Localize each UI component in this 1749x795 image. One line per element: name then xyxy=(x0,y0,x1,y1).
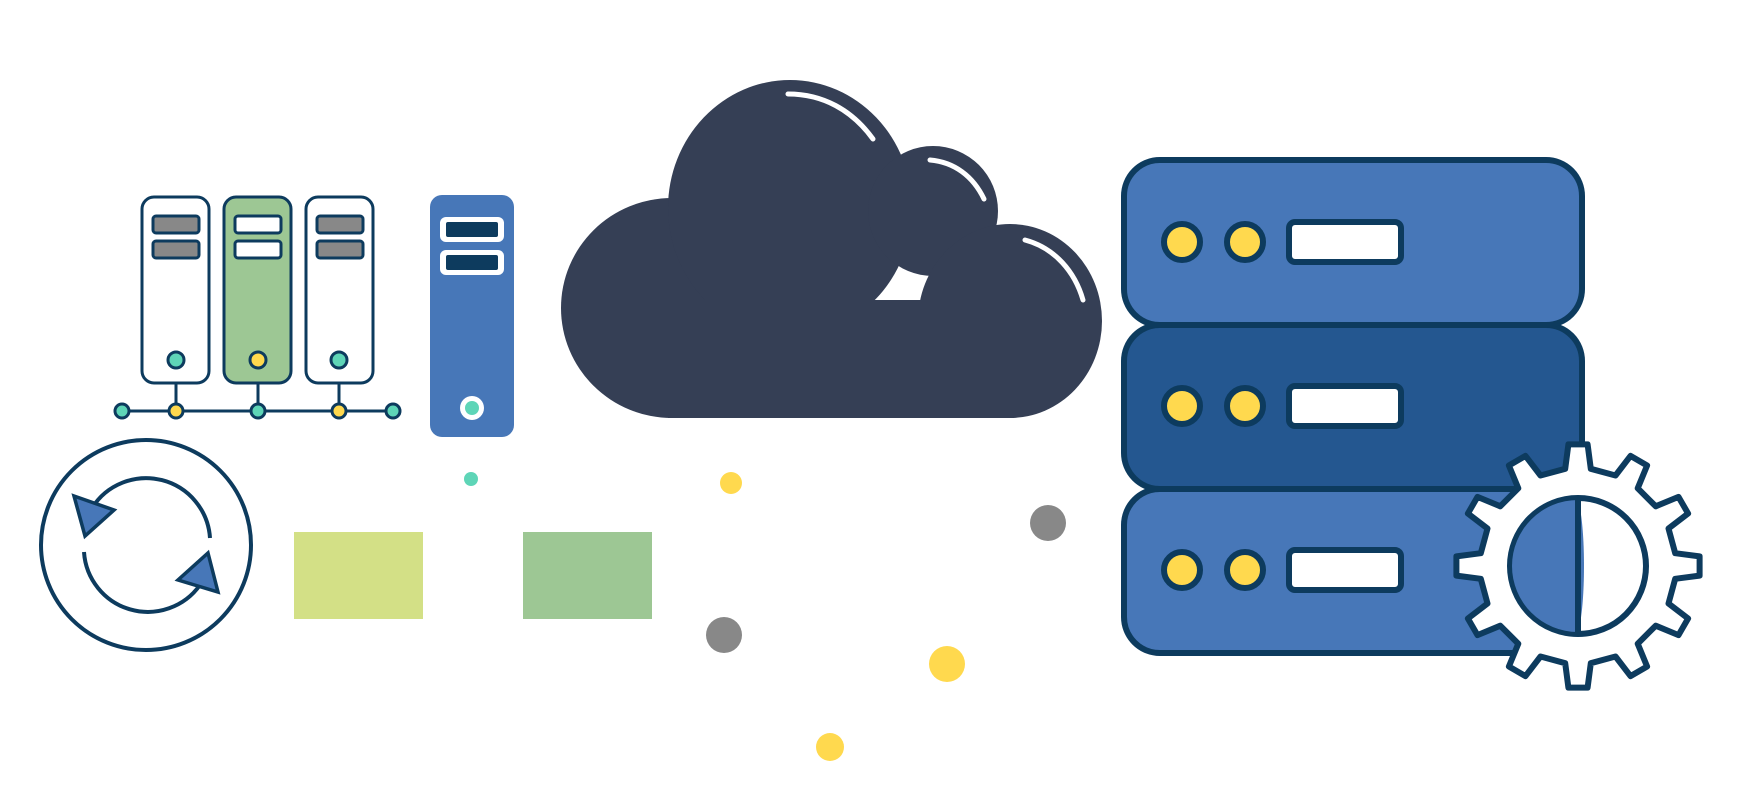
dot xyxy=(929,646,965,682)
bus-node xyxy=(167,402,185,420)
server-tower-icon xyxy=(430,195,514,437)
dot xyxy=(706,617,742,653)
bus-node xyxy=(113,402,131,420)
bus-node xyxy=(330,402,348,420)
cloud-icon xyxy=(561,80,1102,418)
bus-node xyxy=(384,402,402,420)
dot xyxy=(720,472,742,494)
dot xyxy=(1030,505,1066,541)
dot xyxy=(464,472,478,486)
green-block xyxy=(523,532,652,619)
bus-node xyxy=(249,402,267,420)
network-server-2 xyxy=(222,195,293,385)
network-server-3 xyxy=(304,195,375,385)
rack-server-stack-icon xyxy=(1121,157,1585,656)
dot xyxy=(816,733,844,761)
network-server-rack-icon xyxy=(113,195,402,420)
sync-arrows-icon xyxy=(39,438,253,652)
rack-unit-1 xyxy=(1121,157,1585,328)
lime-block xyxy=(294,532,423,619)
network-server-1 xyxy=(140,195,211,385)
floating-dots xyxy=(464,472,1066,761)
gear-icon xyxy=(1453,441,1703,691)
rack-unit-2 xyxy=(1121,322,1585,492)
